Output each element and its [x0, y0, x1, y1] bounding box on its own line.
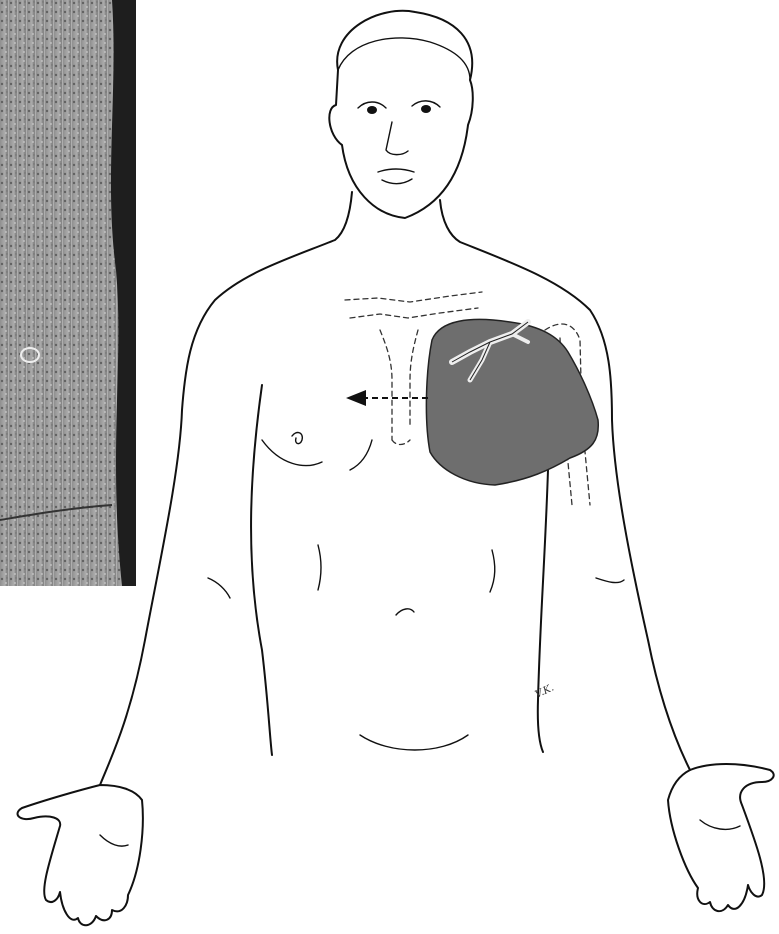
nipple — [292, 433, 302, 444]
right-hand — [668, 764, 774, 911]
torso — [100, 192, 690, 785]
navel — [396, 609, 414, 615]
head — [329, 11, 472, 218]
highlighted-region — [426, 319, 598, 485]
left-eye — [367, 106, 377, 114]
direction-arrow — [346, 390, 428, 406]
skin-photograph — [0, 0, 136, 586]
right-eye — [421, 105, 431, 113]
left-hand — [18, 785, 143, 925]
